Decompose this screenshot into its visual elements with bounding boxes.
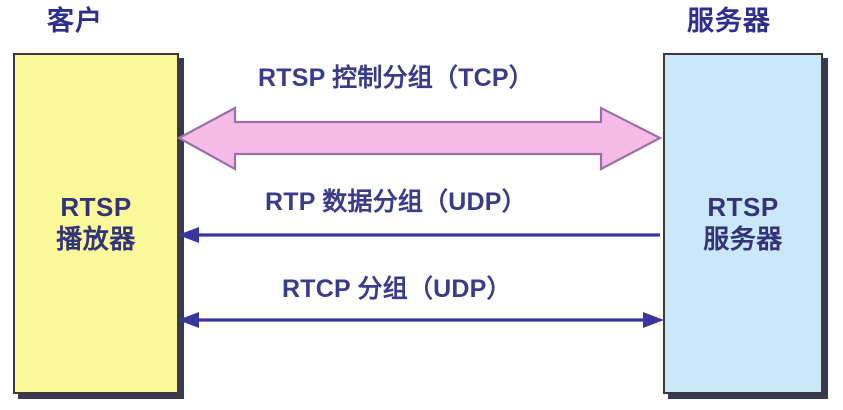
arrow-left-icon [178, 227, 660, 243]
server-node-box: RTSP 服务器 [663, 53, 823, 394]
double-arrow-icon [178, 312, 664, 328]
rtsp-control-connection-label: RTSP 控制分组（TCP） [258, 64, 534, 92]
client-node-label-line-1: RTSP [60, 191, 132, 222]
client-node-label-line-2: 播放器 [56, 223, 136, 254]
server-node-label-line-1: RTSP [707, 191, 779, 222]
server-node-label-line-2: 服务器 [703, 223, 783, 254]
double-block-arrow-icon [176, 106, 663, 171]
client-caption: 客户 [47, 6, 103, 36]
rtp-data-connection-label: RTP 数据分组（UDP） [265, 188, 527, 216]
client-node-box: RTSP 播放器 [13, 53, 179, 394]
rtcp-connection-label: RTCP 分组（UDP） [282, 275, 512, 303]
server-caption: 服务器 [687, 6, 771, 36]
